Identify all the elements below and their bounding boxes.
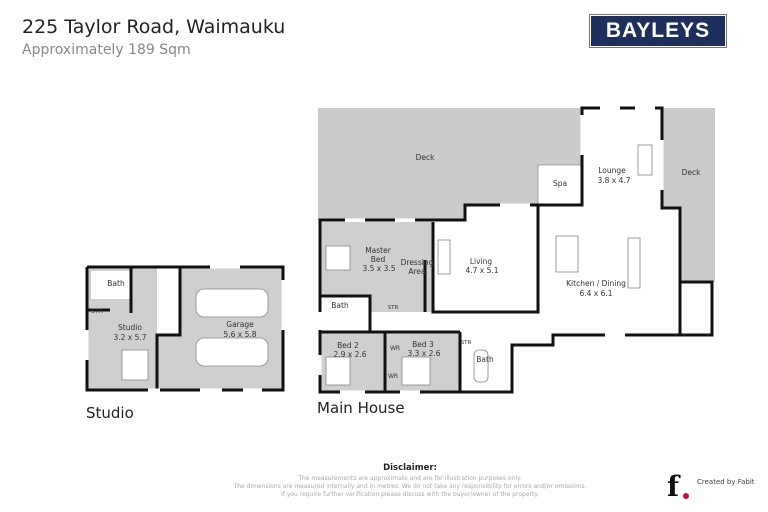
bed-icon xyxy=(121,349,149,381)
living-dim: 4.7 x 5.1 xyxy=(465,266,498,275)
studio-bench xyxy=(166,271,180,335)
bath-room xyxy=(320,296,370,332)
spa-label: Spa xyxy=(553,179,567,188)
fabit-logo-dot xyxy=(683,493,689,499)
bed3-label: Bed 3 xyxy=(412,340,434,349)
str-label: STR xyxy=(388,305,399,311)
disclaimer-line: The measurements are approximate and are… xyxy=(298,475,522,482)
studio-str-label: STR xyxy=(91,308,103,315)
deck-label: Deck xyxy=(416,153,436,162)
deck-right-label: Deck xyxy=(682,168,702,177)
str-label-2: STR xyxy=(461,340,472,346)
car-icons xyxy=(121,288,269,381)
studio-room-label: Studio xyxy=(118,323,142,332)
studio-bath xyxy=(91,271,131,299)
deck-area xyxy=(318,108,582,220)
deck-right-area xyxy=(662,108,715,282)
garage-dim: 5.6 x 5.8 xyxy=(223,330,256,339)
studio-building: Bath STR Studio 3.2 x 5.7 Garage 5.6 x 5… xyxy=(85,265,285,422)
studio-bath-label: Bath xyxy=(107,279,125,288)
kitchen-dim: 6.4 x 6.1 xyxy=(579,289,612,298)
disclaimer-line: The dimensions are measured internally a… xyxy=(233,483,587,490)
bed3-dim: 3.3 x 2.6 xyxy=(407,349,440,358)
lounge-label: Lounge xyxy=(598,166,626,175)
wr-label-2: WR xyxy=(388,373,398,380)
kitchen-label: Kitchen / Dining xyxy=(566,279,626,288)
master-bed-label-2: Bed xyxy=(371,255,386,264)
studio-caption: Studio xyxy=(86,404,134,422)
bathtub-icon xyxy=(473,349,489,383)
kitchen-island-icon xyxy=(627,237,641,289)
dressing-label-2: Area xyxy=(408,267,425,276)
property-area: Approximately 189 Sqm xyxy=(22,42,191,58)
car-icon xyxy=(195,288,269,318)
bed2-icon xyxy=(325,356,351,386)
lounge-sofa-icon xyxy=(637,144,653,176)
disclaimer-line: If you require further verification plea… xyxy=(281,491,539,498)
bed2-dim: 2.9 x 2.6 xyxy=(333,350,366,359)
living-label: Living xyxy=(470,257,493,266)
dressing-label: Dressing xyxy=(401,258,434,267)
spa xyxy=(537,164,583,206)
bed3-icon xyxy=(401,356,431,386)
property-address: 225 Taylor Road, Waimauku xyxy=(22,16,286,38)
master-bed-dim: 3.5 x 3.5 xyxy=(362,264,395,273)
main-house-caption: Main House xyxy=(317,399,405,417)
bed2-label: Bed 2 xyxy=(337,341,359,350)
credit-text: Created by Fabit xyxy=(697,478,755,486)
logo-text: BAYLEYS xyxy=(591,16,725,46)
studio-room-dim: 3.2 x 5.7 xyxy=(113,333,146,342)
dining-table-icon xyxy=(555,235,579,273)
bayleys-logo: BAYLEYS xyxy=(589,14,727,48)
wr-label: WR xyxy=(390,345,400,352)
garage-label: Garage xyxy=(226,320,254,329)
sofa-icon xyxy=(437,239,451,275)
master-bed-icon xyxy=(325,245,351,271)
car-icon xyxy=(195,337,269,367)
lounge-dim: 3.8 x 4.7 xyxy=(597,176,630,185)
main-house: Deck Spa Lounge 3.8 x 4.7 Deck Master Be… xyxy=(317,106,715,417)
fabit-logo: f xyxy=(667,470,680,503)
disclaimer-heading: Disclaimer: xyxy=(383,463,437,473)
bath-label-2: Bath xyxy=(476,355,494,364)
master-bed-label: Master xyxy=(365,246,392,255)
bath-label: Bath xyxy=(331,301,349,310)
